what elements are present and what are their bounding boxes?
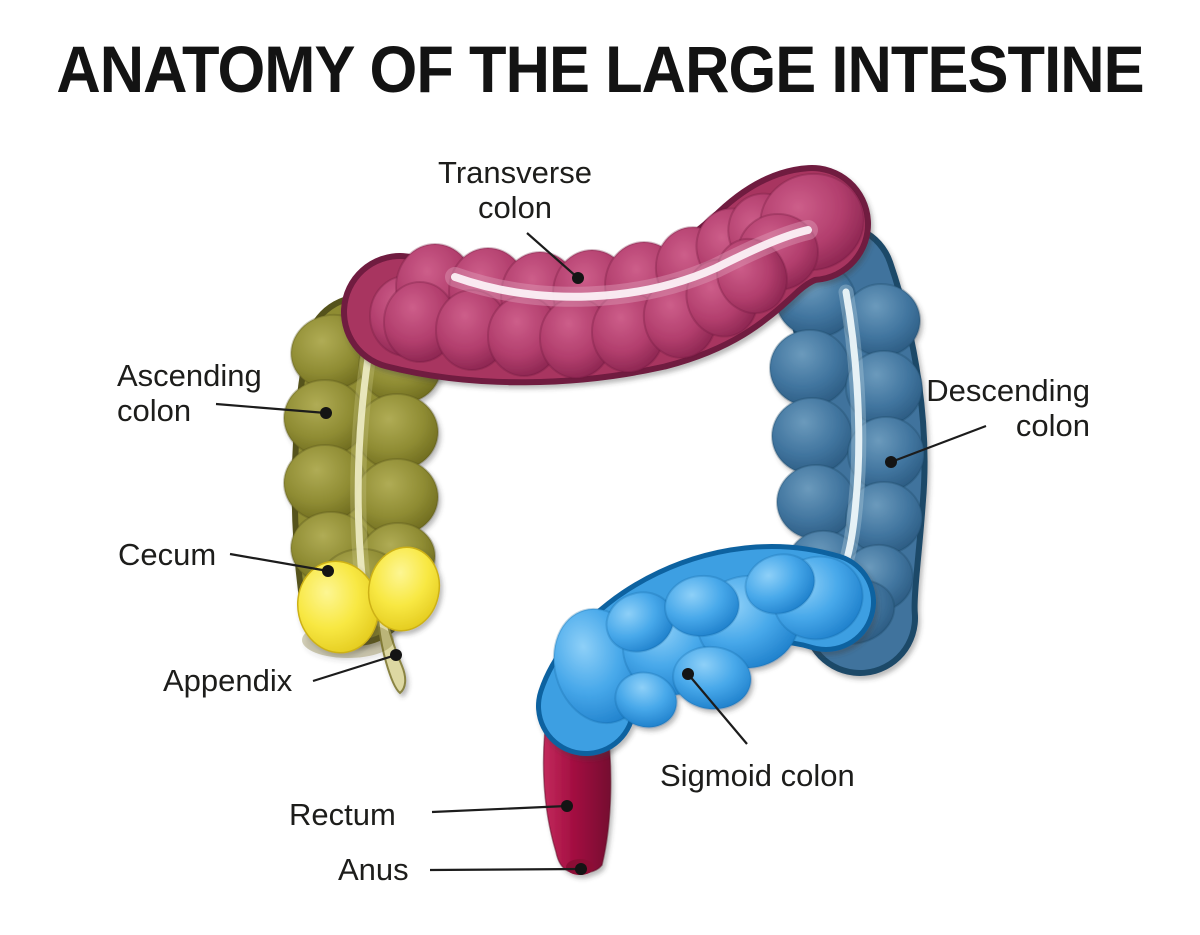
leader-ascending-colon: [215, 402, 327, 415]
label-line: colon: [477, 190, 553, 225]
label-line: Transverse: [438, 155, 592, 190]
label-rectum: Rectum: [289, 797, 396, 832]
leader-rectum: [431, 804, 568, 814]
label-line: Appendix: [163, 663, 293, 698]
label-appendix: Appendix: [163, 663, 292, 698]
label-line: Ascending: [117, 358, 262, 393]
label-sigmoid-colon: Sigmoid colon: [660, 758, 855, 793]
cecum-appendix-group: [296, 546, 441, 695]
sigmoid-colon-shape: [536, 544, 876, 756]
leader-transverse-colon: [526, 232, 579, 279]
page-title: ANATOMY OF THE LARGE INTESTINE: [56, 32, 1144, 106]
label-ascending-colon: Ascending colon: [117, 358, 262, 428]
leader-anus: [429, 867, 582, 872]
leader-lines: [215, 232, 987, 875]
label-line: Cecum: [118, 537, 217, 572]
transverse-colon-shape: [341, 165, 871, 386]
label-anus: Anus: [338, 852, 409, 887]
leader-descending-colon: [890, 424, 987, 464]
label-descending-colon: Descending colon: [926, 373, 1090, 443]
leader-cecum: [229, 552, 329, 573]
leader-sigmoid-colon: [687, 673, 748, 745]
label-line: Descending: [926, 373, 1090, 408]
label-line: Sigmoid colon: [660, 758, 855, 793]
label-cecum: Cecum: [118, 537, 216, 572]
label-line: colon: [117, 393, 192, 428]
label-line: Rectum: [289, 797, 396, 832]
label-line: Anus: [338, 852, 409, 887]
label-line: colon: [1015, 408, 1090, 443]
leader-appendix: [312, 653, 397, 683]
label-transverse-colon: Transverse colon: [395, 155, 635, 225]
